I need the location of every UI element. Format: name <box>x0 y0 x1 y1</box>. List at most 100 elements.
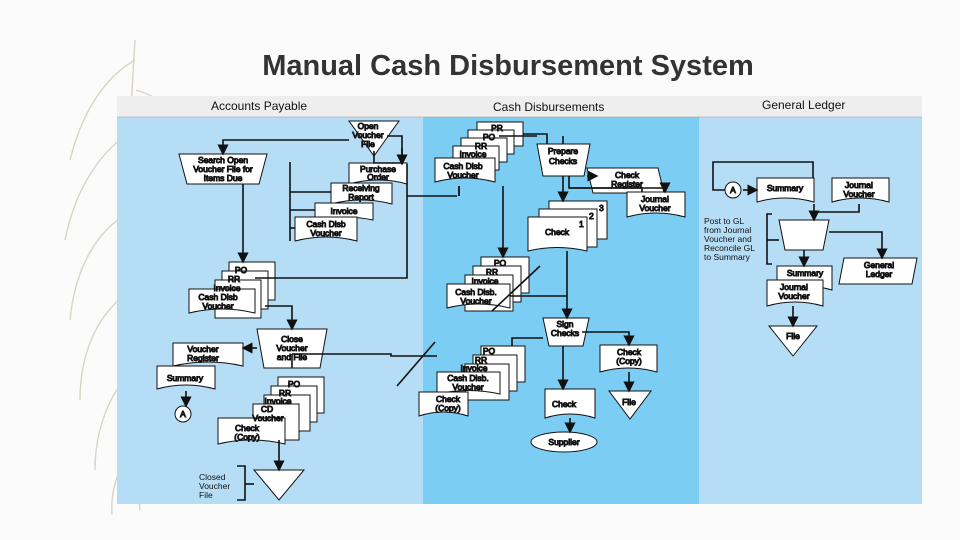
svg-text:Voucher: Voucher <box>310 228 341 238</box>
svg-text:Voucher: Voucher <box>447 170 478 180</box>
svg-text:Closed: Closed <box>199 472 226 482</box>
post-to-gl-note: Post to GL from Journal Voucher and Reco… <box>704 216 755 262</box>
cd-stack-to-sign: PO RR Invoice Cash Disb. Voucher <box>446 256 530 312</box>
svg-text:Voucher: Voucher <box>199 481 230 491</box>
svg-text:Voucher: Voucher <box>276 343 307 353</box>
cd-returned-document-stack: PO RR Invoice Cash Disb. Voucher Check (… <box>418 345 526 417</box>
cash-disb-voucher-doc: Cash Disb Voucher <box>294 216 358 242</box>
svg-text:Checks: Checks <box>551 328 579 338</box>
svg-text:Register: Register <box>611 179 643 189</box>
svg-text:CD: CD <box>261 404 273 414</box>
svg-text:General: General <box>864 260 894 270</box>
svg-text:Order: Order <box>367 172 389 182</box>
svg-text:Open: Open <box>358 121 379 131</box>
svg-text:Journal: Journal <box>845 180 873 190</box>
gl-summary-stack: Summary Journal Voucher <box>766 265 833 307</box>
cd-incoming-document-stack: PR PO RR Invoice Cash Disb Voucher <box>434 121 524 183</box>
svg-text:Check: Check <box>436 394 461 404</box>
svg-text:File: File <box>199 490 213 500</box>
svg-text:Invoice: Invoice <box>461 363 488 373</box>
svg-text:Check: Check <box>235 423 260 433</box>
svg-text:Invoice: Invoice <box>472 276 499 286</box>
svg-text:Post to GL: Post to GL <box>704 216 744 226</box>
prepare-checks-process: Prepare Checks <box>536 143 591 177</box>
svg-text:Voucher: Voucher <box>452 382 483 392</box>
svg-text:RR: RR <box>228 274 240 284</box>
svg-text:Voucher File for: Voucher File for <box>193 164 253 174</box>
lane-header-bar <box>117 96 922 117</box>
svg-text:Invoice: Invoice <box>331 206 358 216</box>
voucher-register-doc: Voucher Register <box>172 342 244 367</box>
purchase-order-doc: Purchase Order <box>348 162 408 185</box>
open-voucher-file: Open Voucher File <box>348 120 400 157</box>
closed-voucher-file-label: Closed Voucher File <box>199 472 230 500</box>
flowchart: Accounts Payable Cash Disbursements Gene… <box>117 96 922 504</box>
svg-text:RR: RR <box>279 388 291 398</box>
svg-text:Voucher: Voucher <box>352 130 383 140</box>
svg-text:2: 2 <box>589 211 594 221</box>
svg-text:Search Open: Search Open <box>198 155 248 165</box>
svg-text:Cash Disb.: Cash Disb. <box>447 373 489 383</box>
svg-text:A: A <box>730 185 736 195</box>
svg-text:Journal: Journal <box>641 194 669 204</box>
svg-text:Check: Check <box>552 399 577 409</box>
svg-text:Reconcile GL: Reconcile GL <box>704 243 755 253</box>
svg-text:Supplier: Supplier <box>548 437 579 447</box>
gl-connector-a: A <box>724 181 742 199</box>
svg-text:Voucher: Voucher <box>843 189 874 199</box>
receiving-report-doc: Receiving Report <box>330 182 393 205</box>
svg-text:Checks: Checks <box>549 156 577 166</box>
lane-title-general-ledger: General Ledger <box>762 98 845 112</box>
svg-text:File: File <box>786 331 800 341</box>
cd-journal-voucher-doc: Journal Voucher <box>626 191 686 218</box>
svg-text:Purchase: Purchase <box>360 164 396 174</box>
svg-text:Invoice: Invoice <box>460 149 487 159</box>
svg-text:File: File <box>361 139 375 149</box>
svg-text:Register: Register <box>187 353 219 363</box>
supplier-terminal: Supplier <box>530 431 598 453</box>
svg-text:Voucher: Voucher <box>202 301 233 311</box>
svg-text:Close: Close <box>281 334 303 344</box>
svg-text:Check: Check <box>615 170 640 180</box>
post-to-gl-process <box>778 219 830 251</box>
svg-text:File: File <box>622 397 636 407</box>
check-register-doc: Check Register <box>586 167 665 194</box>
svg-text:PO: PO <box>494 258 507 268</box>
svg-text:Prepare: Prepare <box>548 146 579 156</box>
svg-text:PO: PO <box>483 132 496 142</box>
svg-text:(Copy): (Copy) <box>616 356 642 366</box>
check-copy-filed-doc: Check (Copy) <box>599 344 658 373</box>
svg-text:Summary: Summary <box>767 183 804 193</box>
svg-text:Voucher and: Voucher and <box>704 234 752 244</box>
svg-text:RR: RR <box>475 355 487 365</box>
svg-text:PO: PO <box>235 265 248 275</box>
gl-journal-voucher-doc: Journal Voucher <box>831 177 890 203</box>
svg-text:A: A <box>180 409 186 419</box>
svg-text:Invoice: Invoice <box>214 283 241 293</box>
svg-text:(Copy): (Copy) <box>435 403 461 413</box>
svg-text:Voucher: Voucher <box>639 203 670 213</box>
svg-text:Cash Disb: Cash Disb <box>198 292 237 302</box>
svg-text:PO: PO <box>288 379 301 389</box>
svg-text:Receiving: Receiving <box>342 183 380 193</box>
lane-title-cash-disbursements: Cash Disbursements <box>493 100 604 114</box>
svg-text:Report: Report <box>348 192 374 202</box>
svg-text:(Copy): (Copy) <box>234 432 260 442</box>
svg-text:Check: Check <box>617 347 642 357</box>
svg-text:Cash Disb.: Cash Disb. <box>455 287 497 297</box>
svg-text:Check: Check <box>545 227 570 237</box>
svg-text:from Journal: from Journal <box>704 225 751 235</box>
svg-text:Cash Disb: Cash Disb <box>306 219 345 229</box>
svg-text:Sign: Sign <box>556 319 573 329</box>
svg-text:Cash Disb: Cash Disb <box>443 161 482 171</box>
svg-text:Voucher: Voucher <box>187 344 218 354</box>
svg-text:1: 1 <box>579 219 584 229</box>
search-open-voucher-process: Search Open Voucher File for Items Due <box>178 153 268 185</box>
svg-text:Voucher: Voucher <box>252 413 283 423</box>
svg-text:Summary: Summary <box>787 268 824 278</box>
svg-text:Journal: Journal <box>780 282 808 292</box>
svg-text:Voucher: Voucher <box>460 296 491 306</box>
check-copies-stack: 3 2 1 Check <box>527 200 608 252</box>
ap-connector-a: A <box>174 405 192 423</box>
ap-summary-doc: Summary <box>156 365 216 390</box>
